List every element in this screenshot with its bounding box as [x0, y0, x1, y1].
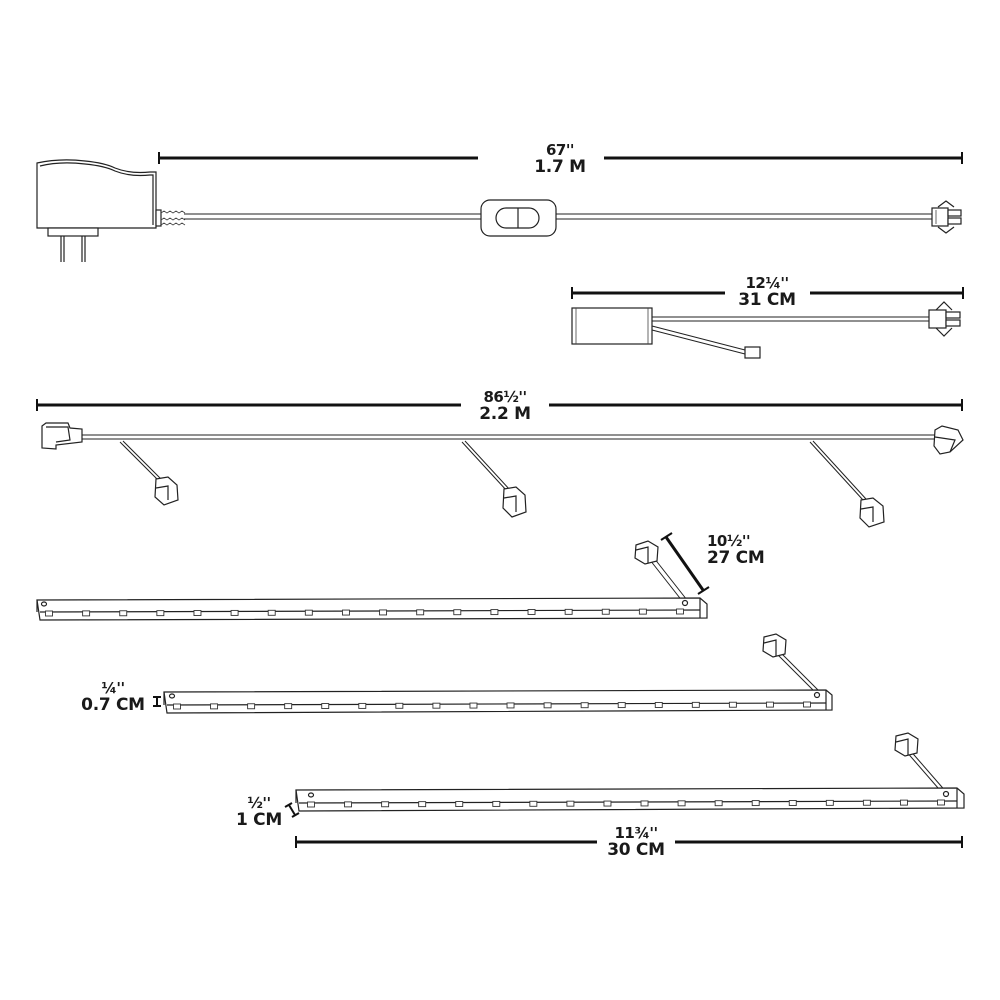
led-icon	[638, 608, 647, 615]
led-icon	[344, 801, 353, 808]
dimension-depth-0-5in	[284, 802, 300, 818]
dimension-line-86-5in	[36, 399, 963, 411]
led-icon	[899, 799, 908, 806]
led-icon	[490, 609, 499, 616]
light-bar-connector-icon	[894, 732, 919, 757]
label-86-5in: 86½'' 2.2 M	[465, 389, 545, 424]
led-icon	[543, 702, 552, 709]
dimension-line-67in	[158, 152, 963, 164]
light-bar-connector-icon	[762, 633, 787, 658]
label-10-5in: 10½'' 27 CM	[707, 532, 765, 568]
led-icon	[210, 703, 219, 710]
led-icon	[529, 800, 538, 807]
label-11-75in: 11¾'' 30 CM	[597, 825, 675, 860]
light-bar-3	[284, 732, 965, 848]
led-icon	[247, 703, 256, 710]
led-icon	[728, 701, 737, 708]
dimension-height-0-25in	[153, 696, 161, 707]
led-icon	[825, 799, 834, 806]
led-icon	[937, 799, 945, 806]
label-0-25in: ¼'' 0.7 CM	[81, 679, 145, 715]
led-icon	[193, 610, 202, 616]
led-icon	[469, 702, 478, 709]
small-connector-icon	[744, 346, 761, 359]
led-icon	[395, 702, 404, 709]
led-icon	[640, 800, 649, 807]
inline-switch-icon	[480, 199, 557, 237]
led-icon	[304, 609, 313, 616]
branch-connector-3	[809, 440, 885, 528]
led-icon	[381, 801, 390, 808]
light-bar-2	[153, 633, 833, 714]
led-icon	[654, 702, 663, 708]
led-icon	[82, 610, 91, 617]
led-icon	[45, 610, 53, 617]
branch-connector-2	[461, 440, 527, 518]
power-adapter-icon	[36, 159, 186, 262]
led-icon	[416, 609, 425, 616]
led-icon	[751, 800, 760, 807]
led-icon	[173, 703, 181, 710]
label-12-25in: 12¼'' 31 CM	[727, 275, 807, 310]
led-icon	[862, 799, 871, 806]
light-bar-1	[36, 532, 710, 621]
splitter-cable	[36, 399, 964, 528]
dimension-line-10-5in	[660, 532, 710, 595]
led-icon	[307, 801, 315, 808]
led-icon	[580, 702, 589, 709]
led-icon	[455, 801, 464, 807]
led-icon	[677, 800, 686, 807]
led-icon	[617, 702, 626, 709]
led-icon	[492, 800, 501, 807]
extension-module	[571, 287, 964, 359]
led-icon	[506, 702, 515, 709]
led-icon	[566, 800, 575, 807]
led-icon	[379, 609, 388, 616]
led-icon	[765, 701, 774, 708]
led-icon	[603, 800, 612, 807]
led-icon	[676, 608, 684, 615]
power-adapter-cord	[36, 152, 963, 262]
led-row	[173, 701, 811, 710]
branch-connector-1	[119, 440, 179, 506]
connector-icon	[931, 200, 962, 234]
output-connector-icon	[933, 425, 964, 455]
connector-icon	[928, 301, 961, 337]
led-icon	[714, 800, 723, 807]
led-icon	[156, 610, 165, 617]
led-icon	[230, 609, 239, 616]
led-icon	[527, 609, 536, 615]
led-icon	[564, 608, 573, 615]
led-icon	[803, 701, 811, 708]
led-icon	[788, 800, 797, 806]
control-box-icon	[571, 307, 653, 345]
led-icon	[119, 610, 128, 617]
led-icon	[341, 609, 350, 616]
led-icon	[267, 609, 276, 616]
led-icon	[453, 609, 462, 616]
led-icon	[418, 801, 427, 808]
led-icon	[358, 702, 367, 709]
dimension-line-12-25in	[571, 287, 964, 299]
led-row	[307, 799, 945, 808]
led-icon	[321, 703, 330, 709]
led-row	[45, 608, 684, 617]
label-67in: 67'' 1.7 M	[520, 142, 600, 177]
light-bar-connector-icon	[634, 540, 659, 565]
dimension-line-11-75in	[295, 836, 963, 848]
led-icon	[691, 701, 700, 708]
input-connector-icon	[41, 422, 83, 450]
label-0-5in: ½'' 1 CM	[236, 794, 282, 830]
led-icon	[601, 608, 610, 615]
led-icon	[284, 703, 293, 710]
led-icon	[432, 702, 441, 709]
